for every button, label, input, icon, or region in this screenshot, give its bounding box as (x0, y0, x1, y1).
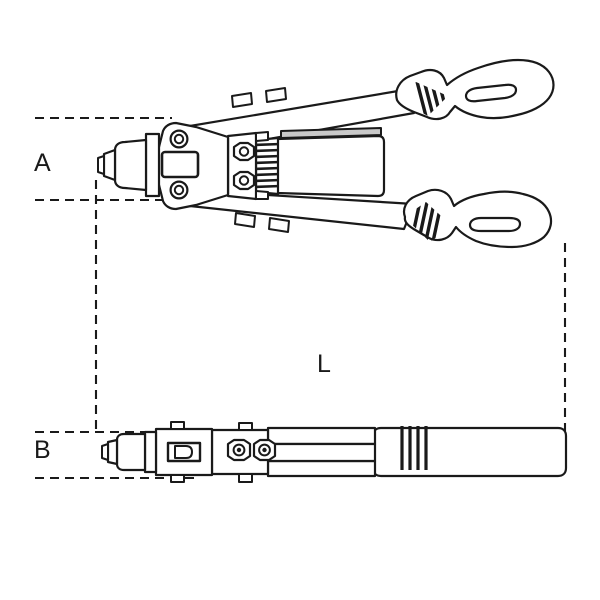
bottom-grip-knurl-band (400, 426, 428, 470)
linkage-block (226, 131, 269, 201)
upper-grip (395, 58, 555, 121)
bottom-bolt-block (210, 422, 277, 483)
bottom-bolt-right (252, 438, 277, 462)
body-canister (275, 127, 386, 198)
bottom-nose-hex-nut (143, 430, 158, 474)
upper-grip-slot (464, 83, 518, 103)
bottom-body-tube-mid (266, 442, 377, 463)
knurl-ridges (255, 142, 277, 189)
dimension-label-l: L (317, 350, 331, 378)
dimension-label-a: A (34, 149, 51, 177)
linkage-bolt-upper (232, 141, 256, 162)
lower-grip (402, 188, 553, 249)
nose-tip (97, 155, 105, 175)
bottom-body-tube (266, 426, 377, 478)
bottom-nose-tip (101, 443, 109, 461)
head-plate (154, 121, 230, 211)
linkage-bolt-lower (232, 170, 256, 191)
bottom-head-stud-bottom (170, 474, 185, 483)
nose-hex-nut (144, 132, 161, 198)
nose-tip-collar (102, 148, 117, 182)
bottom-stud-bottom (238, 473, 253, 483)
lower-arm-studs (234, 212, 290, 233)
bottom-head-slot-inner (174, 445, 193, 459)
bottom-nose-cone (115, 432, 147, 472)
bottom-bolt-left (226, 438, 252, 462)
bottom-body-tube-lower (266, 459, 377, 478)
bottom-stud-top (238, 422, 253, 431)
linkage-tab-upper (255, 131, 269, 142)
head-bolt-upper (169, 129, 189, 149)
bottom-head-stud-top (170, 421, 185, 430)
upper-arm-studs (231, 87, 287, 108)
head-bolt-lower (169, 180, 189, 200)
bottom-nose-tip-collar (106, 438, 119, 466)
head-window (160, 150, 200, 179)
top-view-handles-open (97, 58, 555, 249)
bottom-grip (371, 426, 568, 478)
bottom-nose-assembly (101, 430, 158, 474)
linkage-tab-lower (255, 190, 269, 200)
body-top-strip (280, 127, 382, 139)
nose-assembly (97, 132, 161, 198)
bottom-head-block (154, 421, 214, 483)
body-canister-box (275, 134, 386, 198)
lower-grip-slot (468, 216, 522, 233)
dimension-label-b: B (34, 436, 51, 464)
bottom-body-tube-upper (266, 426, 377, 446)
side-view-handles-closed (101, 421, 568, 483)
knurled-collar (254, 136, 280, 196)
nose-cone (113, 138, 148, 192)
